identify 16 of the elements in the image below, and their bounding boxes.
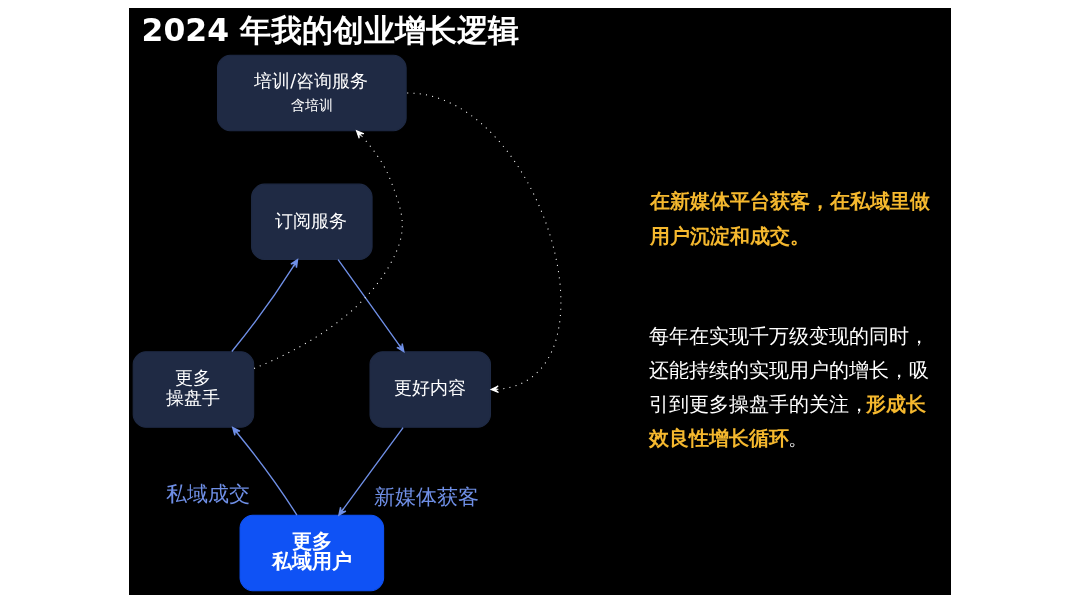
label: 每年在实现千万级变现的同时，还能持续的实现用户的增长，吸引到更多操盘手的关注，形成长效良性增长循环。 <box>649 324 930 451</box>
node-box: 培训/咨询服务 含培训 <box>217 54 407 132</box>
edge-label: 新媒体获客 <box>373 484 479 509</box>
arrow <box>337 259 405 353</box>
arrow <box>231 259 299 353</box>
diagram-title: 2024 年我的创业增长逻辑 <box>141 11 519 48</box>
arrow <box>253 130 403 369</box>
arrow <box>406 92 562 394</box>
arrow <box>232 426 298 516</box>
node-box: 订阅服务 <box>251 183 373 261</box>
arrow <box>338 426 404 516</box>
edge-label: 私域成交 <box>165 482 250 507</box>
node-box: 更多操盘手 <box>132 351 255 428</box>
node-box: 更多私域用户 <box>239 514 385 592</box>
label: 在新媒体平台获客，在私域里做用户沉淀和成交。 <box>650 190 931 249</box>
node-box: 更好内容 <box>369 351 491 428</box>
